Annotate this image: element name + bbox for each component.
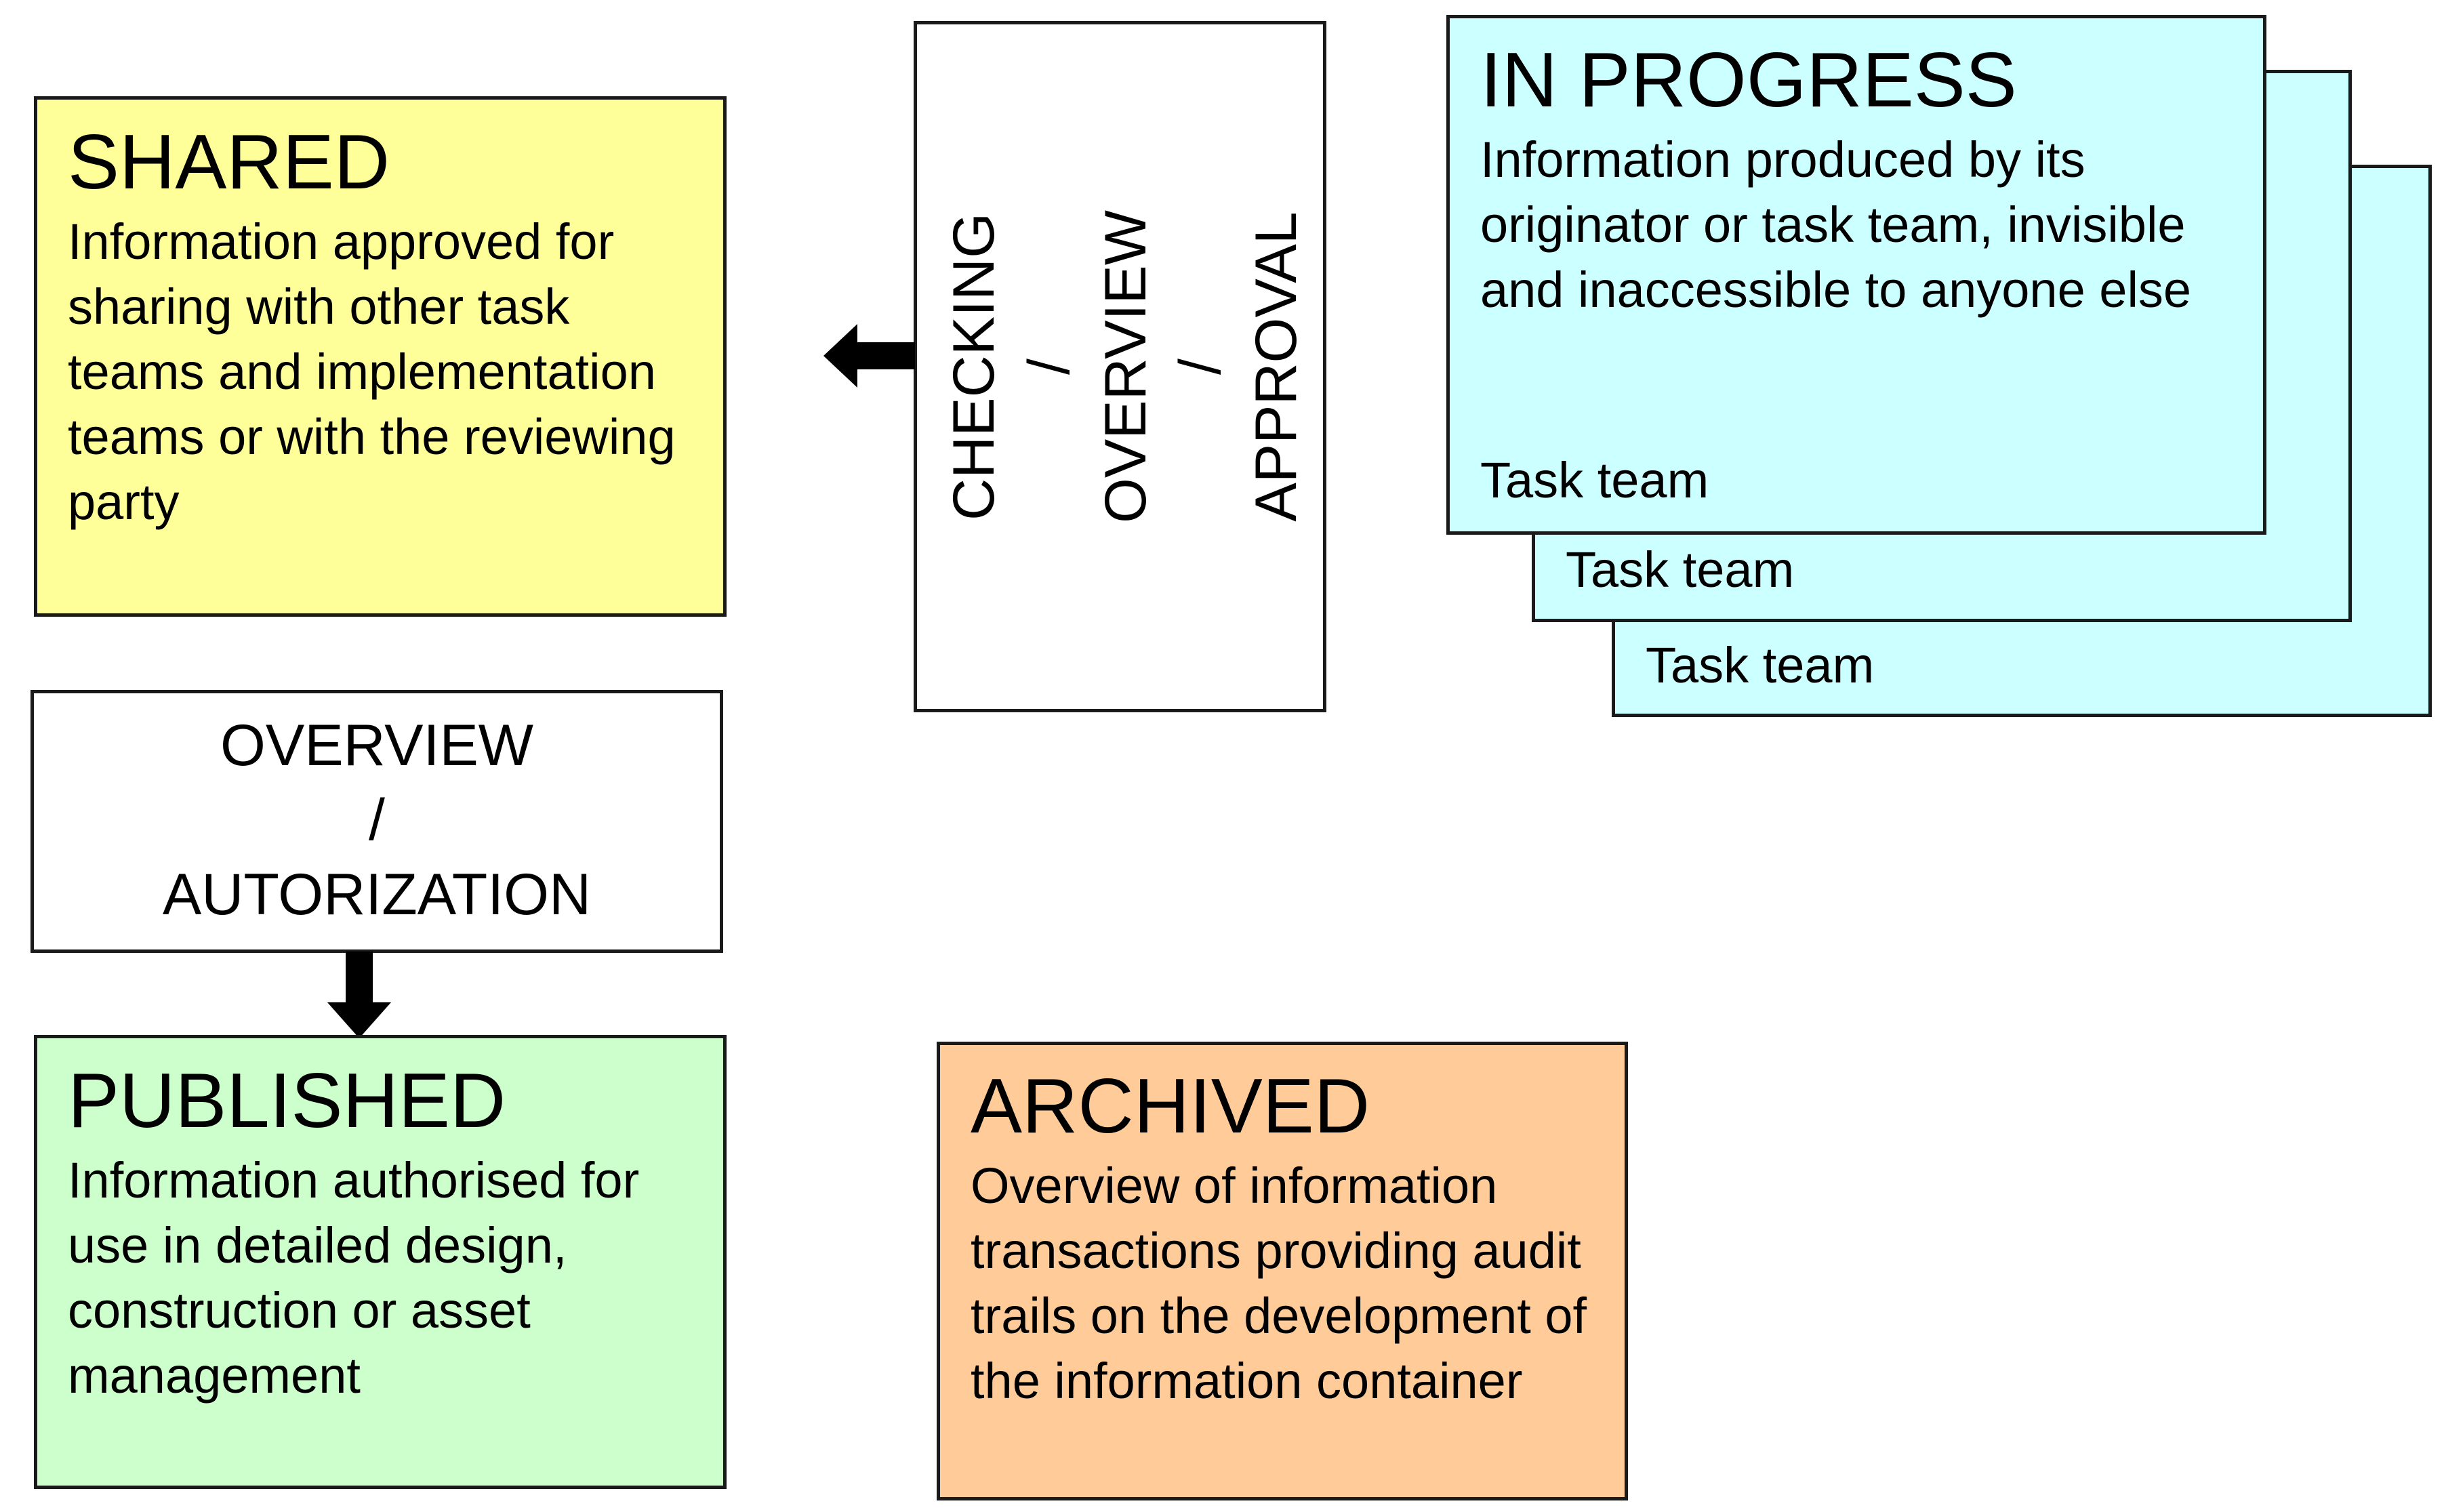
checking-approval-box: CHECKING / OVERVIEW / APPROVAL bbox=[914, 21, 1326, 712]
arrow-left-icon bbox=[823, 324, 915, 388]
shared-description: Information approved for sharing with ot… bbox=[68, 213, 676, 530]
shared-box: SHARED Information approved for sharing … bbox=[34, 96, 727, 617]
arrow-down-icon bbox=[327, 952, 391, 1038]
in-progress-description: Information produced by its originator o… bbox=[1480, 131, 2192, 318]
authorization-line-3: AUTORIZATION bbox=[162, 862, 592, 927]
authorization-line-2: / bbox=[369, 788, 385, 853]
published-title: PUBLISHED bbox=[68, 1058, 506, 1144]
published-description: Information authorised for use in detail… bbox=[68, 1152, 640, 1404]
shared-title: SHARED bbox=[68, 119, 390, 205]
task-team-label-1: Task team bbox=[1480, 452, 1709, 508]
authorization-box: OVERVIEW / AUTORIZATION bbox=[30, 690, 723, 953]
in-progress-box: IN PROGRESS Information produced by its … bbox=[1446, 15, 2266, 535]
overview-label: OVERVIEW bbox=[1093, 210, 1158, 523]
checking-label: CHECKING bbox=[941, 213, 1006, 520]
approval-label: APPROVAL bbox=[1244, 211, 1309, 522]
task-team-label-2: Task team bbox=[1566, 542, 1795, 598]
archived-title: ARCHIVED bbox=[971, 1063, 1370, 1149]
published-box: PUBLISHED Information authorised for use… bbox=[34, 1035, 727, 1489]
task-team-label-3: Task team bbox=[1646, 637, 1875, 693]
in-progress-title: IN PROGRESS bbox=[1480, 37, 2017, 123]
archived-description: Overview of information transactions pro… bbox=[971, 1158, 1587, 1409]
authorization-line-1: OVERVIEW bbox=[220, 713, 533, 778]
separator-2: / bbox=[1168, 359, 1233, 375]
separator-1: / bbox=[1017, 359, 1082, 375]
archived-box: ARCHIVED Overview of information transac… bbox=[937, 1042, 1628, 1500]
